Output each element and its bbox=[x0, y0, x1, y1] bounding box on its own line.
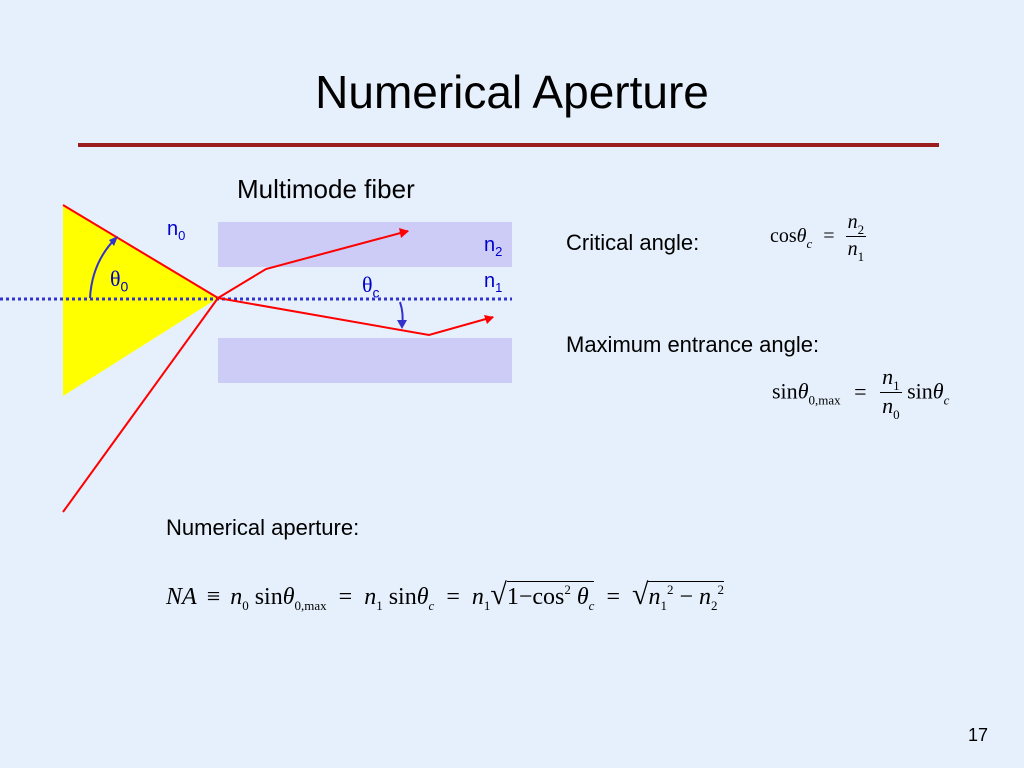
theta0-arrowhead bbox=[109, 236, 118, 246]
n0-label: n0 bbox=[167, 218, 186, 243]
sqrt-sign: √ bbox=[490, 578, 507, 611]
refracted-ray-lower bbox=[217, 297, 494, 337]
thetac-label: θc bbox=[362, 272, 380, 301]
arrowhead-lower bbox=[484, 315, 494, 324]
sqrt-sign-2: √ bbox=[632, 578, 649, 611]
cladding-top bbox=[218, 222, 512, 267]
max-entrance-formula: sinθ0,max = n1 n0 sinθc bbox=[772, 364, 950, 422]
n2-label: n2 bbox=[484, 234, 503, 259]
cone-upper-edge bbox=[62, 204, 219, 299]
theta0-label: θ0 bbox=[110, 266, 129, 295]
incident-ray bbox=[62, 297, 219, 513]
cladding-bottom bbox=[218, 338, 512, 383]
page-number: 17 bbox=[967, 725, 988, 745]
thetac-arrowhead bbox=[397, 320, 407, 329]
diagram-caption: Multimode fiber bbox=[237, 174, 415, 204]
max-entrance-label: Maximum entrance angle: bbox=[566, 332, 820, 357]
refracted-ray-upper bbox=[217, 230, 409, 299]
slide-title: Numerical Aperture bbox=[315, 66, 709, 118]
arrowhead-upper bbox=[399, 228, 409, 238]
critical-angle-label: Critical angle: bbox=[566, 230, 700, 255]
numerical-aperture-label: Numerical aperture: bbox=[166, 515, 360, 540]
critical-angle-formula: cosθc = n2 n1 bbox=[770, 211, 867, 264]
title-divider bbox=[78, 143, 939, 147]
numerical-aperture-formula: NA ≡ n0 sinθ0,max = n1 sinθc = n1√1−cos2… bbox=[166, 578, 725, 613]
n1-label: n1 bbox=[484, 270, 503, 295]
